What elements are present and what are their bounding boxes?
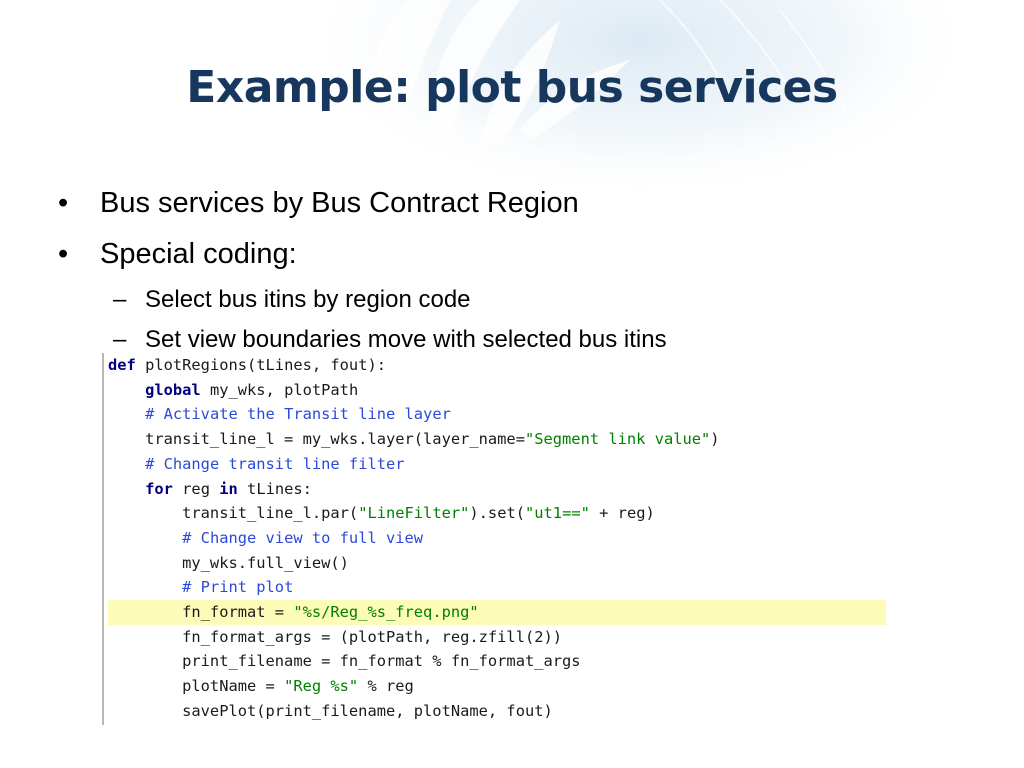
- code-text: ): [710, 430, 720, 449]
- code-line-highlighted: fn_format = "%s/Reg_%s_freq.png": [108, 600, 886, 625]
- code-line: plotName = "Reg %s" % reg: [108, 674, 886, 699]
- code-line: # Activate the Transit line layer: [108, 402, 886, 427]
- code-line: global my_wks, plotPath: [108, 378, 886, 403]
- code-keyword: for: [145, 479, 173, 498]
- code-line: savePlot(print_filename, plotName, fout): [108, 699, 886, 724]
- code-text: reg: [172, 479, 220, 498]
- code-text: savePlot(print_filename, plotName, fout): [108, 701, 553, 720]
- code-line: # Change view to full view: [108, 526, 886, 551]
- bullet-mark: •: [58, 187, 69, 219]
- code-text: % reg: [358, 677, 414, 696]
- code-keyword: in: [219, 479, 238, 498]
- code-line: fn_format_args = (plotPath, reg.zfill(2)…: [108, 625, 886, 650]
- code-comment: # Activate the Transit line layer: [145, 405, 451, 424]
- sub-bullet-text: Set view boundaries move with selected b…: [145, 326, 667, 353]
- slide-title: Example: plot bus services: [186, 62, 838, 113]
- code-string: "Segment link value": [524, 430, 711, 449]
- code-line: transit_line_l.par("LineFilter").set("ut…: [108, 501, 886, 526]
- bullet-text: Special coding:: [100, 238, 297, 270]
- code-keyword: global: [145, 380, 201, 399]
- code-screenshot: def plotRegions(tLines, fout): global my…: [102, 353, 886, 725]
- code-text: plotName =: [108, 677, 285, 696]
- code-text: [108, 529, 182, 547]
- code-text: [108, 480, 145, 498]
- code-line: print_filename = fn_format % fn_format_a…: [108, 649, 886, 674]
- code-text: tLines:: [237, 479, 312, 498]
- code-string: "LineFilter": [358, 504, 470, 523]
- code-string: "%s/Reg_%s_freq.png": [293, 603, 479, 621]
- bullet-text: Bus services by Bus Contract Region: [100, 187, 579, 219]
- sub-bullet-text: Select bus itins by region code: [145, 286, 471, 313]
- code-comment: # Change view to full view: [182, 528, 424, 547]
- code-line: # Print plot: [108, 575, 886, 600]
- code-text: [108, 455, 145, 473]
- sub-bullet-mark: –: [113, 326, 127, 353]
- code-text: print_filename = fn_format % fn_format_a…: [108, 652, 581, 671]
- bullet-mark: •: [58, 238, 69, 270]
- code-text: [108, 405, 145, 423]
- code-string: "Reg %s": [284, 677, 359, 696]
- code-line: # Change transit line filter: [108, 452, 886, 477]
- code-text: [108, 578, 182, 596]
- code-text: plotRegions(tLines, fout):: [135, 356, 386, 374]
- code-comment: # Print plot: [182, 578, 294, 597]
- code-text: transit_line_l = my_wks.layer(layer_name…: [108, 430, 525, 449]
- code-text: fn_format_args = (plotPath, reg.zfill(2)…: [108, 627, 563, 646]
- code-text: [108, 381, 145, 399]
- code-text: + reg): [589, 504, 655, 523]
- code-line: transit_line_l = my_wks.layer(layer_name…: [108, 427, 886, 452]
- code-line: for reg in tLines:: [108, 477, 886, 502]
- code-text: my_wks, plotPath: [200, 380, 359, 399]
- sub-bullet-mark: –: [113, 286, 127, 313]
- code-text: my_wks.full_view(): [108, 553, 349, 572]
- code-text: ).set(: [469, 504, 525, 523]
- code-keyword: def: [108, 356, 136, 374]
- code-line: my_wks.full_view(): [108, 551, 886, 576]
- code-comment: # Change transit line filter: [145, 454, 405, 473]
- code-text: fn_format =: [108, 603, 294, 621]
- code-text: transit_line_l.par(: [108, 504, 359, 523]
- code-string: "ut1==": [525, 504, 590, 523]
- code-line: def plotRegions(tLines, fout):: [108, 353, 886, 378]
